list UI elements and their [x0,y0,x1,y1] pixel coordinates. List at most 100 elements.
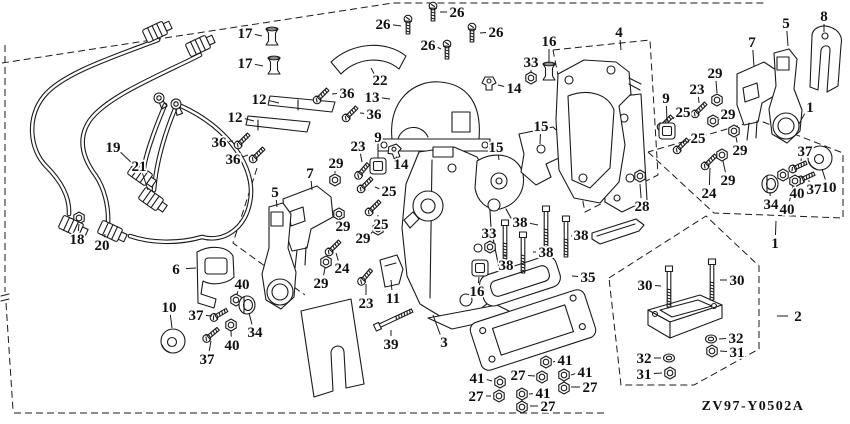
part-callout-25: 25 [382,184,397,200]
plate-part11 [379,254,404,288]
screw-part-glyph [467,22,477,43]
boundary-0 [1,2,766,64]
part-callout-24: 24 [335,261,351,277]
part-callout-36: 36 [367,107,383,123]
part-callout-27: 27 [511,368,527,384]
nut-part-glyph [728,124,740,138]
part-callout-10: 10 [162,300,177,316]
lever-part5-left [261,202,297,310]
bolt-part-glyph [561,215,571,258]
slotted-plate [300,298,365,398]
border-break-mark [0,293,10,302]
cap-part-glyph [238,295,256,315]
leader-line-1 [774,220,777,236]
leader-line-25 [672,116,676,120]
part-callout-19: 19 [106,140,121,156]
screw-part-glyph [323,238,343,258]
part-callout-38: 38 [499,258,514,274]
screw-part-glyph [428,1,438,22]
cover-part6 [196,246,235,309]
leader-lines [77,11,826,407]
part-callout-5: 5 [782,16,790,32]
part-callout-15: 15 [489,140,504,156]
cap-part-glyph [761,174,779,194]
side-housing-part4 [555,59,648,213]
part-callout-38: 38 [539,245,554,261]
screw-part-glyph [247,145,267,165]
leader-line-9 [665,105,668,123]
leader-line-22 [370,67,375,74]
leader-line-29 [323,267,326,276]
screw-part-glyph [340,104,360,124]
screw-part-glyph [699,152,719,172]
part-callout-29: 29 [721,173,736,189]
bolt-part-glyph [664,265,674,308]
part-callout-40: 40 [225,338,240,354]
leader-line-31 [653,372,663,375]
boundary-5 [647,119,844,219]
part-callout-31: 31 [730,345,745,361]
nut-part-glyph [558,381,570,395]
leader-line-17 [254,33,263,37]
part-callout-35: 35 [581,270,596,286]
nut-part-glyph [225,318,237,332]
leader-line-3 [432,314,441,335]
leader-line-16 [477,276,480,284]
leader-line-40 [236,291,239,296]
grommet-part-glyph [267,55,281,75]
gasket-part35 [479,255,561,307]
leader-line-25 [374,186,380,190]
part-callout-12: 12 [228,110,243,126]
part-callout-29: 29 [329,156,344,172]
part-callout-37: 37 [807,182,823,198]
nut-part-glyph [664,366,676,380]
leader-line-5 [275,199,278,208]
leader-line-27 [527,374,536,377]
nut-part-glyph [777,168,789,182]
part-callout-26: 26 [450,5,466,21]
leader-line-41 [570,373,576,376]
bolt-part-glyph [707,258,717,301]
leader-line-34 [248,312,253,325]
leader-line-35 [571,275,579,277]
part-callout-41: 41 [578,365,593,381]
leader-line-12 [268,100,280,104]
part-callout-29: 29 [733,143,748,159]
part-callout-20: 20 [95,238,110,254]
leader-line-29 [722,160,726,173]
nut-part-glyph [516,387,528,401]
nut-part-glyph [493,389,505,403]
part-callout-34: 34 [764,197,780,213]
leader-line-23 [697,96,700,104]
screw-part-glyph [671,136,691,156]
leader-line-29 [370,231,373,234]
screw-part-glyph [689,100,709,120]
bolt-part-glyph [541,205,551,248]
cam-plate-part15 [474,154,525,219]
leader-line-7 [752,49,755,67]
leader-line-11 [390,279,393,291]
part-drawings [32,25,843,398]
leader-line-5 [786,30,789,47]
boundary-6 [608,215,760,386]
leader-line-26 [392,24,402,27]
leader-line-41 [552,360,556,363]
part-callout-38: 38 [574,228,589,244]
screw-part-glyph [403,14,413,35]
nut-part-glyph [525,71,537,85]
part-callout-15: 15 [534,119,549,135]
u-bracket-part8 [809,25,843,93]
leader-line-18 [77,223,80,232]
part-callout-26: 26 [376,17,392,33]
part-callout-28: 28 [635,199,650,215]
cushion-part-glyph [369,157,387,175]
leader-line-21 [142,173,149,191]
part-callout-7: 7 [748,35,756,51]
leader-line-29 [715,80,718,94]
part-callout-38: 38 [513,215,528,231]
screw-part-glyph [442,39,452,60]
leader-line-37 [208,340,212,352]
leader-line-29 [718,118,721,121]
part-callout-13: 13 [365,90,380,106]
